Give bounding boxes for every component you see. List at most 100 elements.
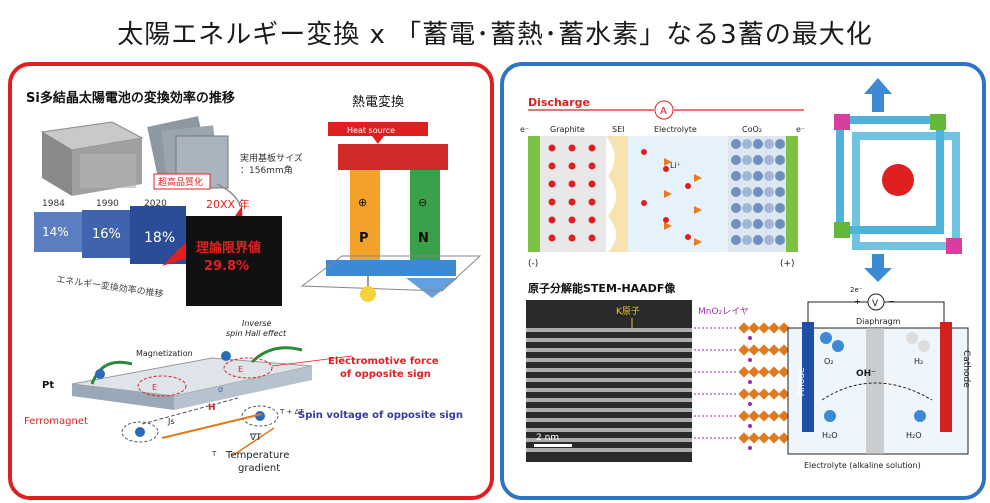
h2o-left-molecule	[824, 410, 836, 422]
stem-stripe	[526, 358, 692, 362]
solar-heading: Si多結晶太陽電池の変換効率の推移	[26, 90, 235, 106]
green-arrow-left	[90, 360, 133, 385]
ferromagnet-side	[174, 366, 312, 410]
coo2-sphere	[764, 219, 774, 229]
emf-label-2: of opposite sign	[340, 369, 431, 380]
mno2-octahedron	[778, 366, 790, 378]
thermo-base-plane	[300, 255, 482, 292]
mno2-octahedron	[758, 322, 770, 334]
energy-storage-diagram: Discharge A e⁻ e⁻ Graphite SEI Electroly…	[520, 78, 971, 470]
heat-sink-bar	[326, 260, 456, 276]
stem-stripe	[526, 408, 692, 412]
mno2-octahedron	[758, 388, 770, 400]
li-direction-arrow	[664, 222, 672, 230]
electrolyte-region	[628, 136, 728, 252]
mno2-octahedron	[738, 410, 750, 422]
coo2-sphere	[775, 219, 785, 229]
mno2-octahedron	[768, 322, 780, 334]
coo2-sphere	[764, 235, 774, 245]
stem-lattice-stripes	[526, 328, 692, 452]
emf-label-1: Electromotive force	[328, 356, 439, 367]
stem-stripe	[526, 338, 692, 342]
ishe-label-2: spin Hall effect	[226, 329, 287, 338]
mno2-octahedron	[748, 344, 760, 356]
graphite-li-dot	[588, 198, 596, 206]
graphite-li-dot	[568, 162, 576, 170]
mno2-octahedron	[738, 366, 750, 378]
t-label: T	[211, 450, 217, 458]
h2o-right-label: H₂O	[906, 431, 922, 440]
discharge-label: Discharge	[528, 96, 590, 109]
o2-bubble-1	[820, 332, 832, 344]
temperature-label-2: gradient	[238, 463, 280, 474]
cathode-electrode	[940, 322, 952, 432]
anode-label: Anode	[797, 367, 807, 396]
graphite-label: Graphite	[550, 125, 585, 134]
coo2-sphere	[775, 155, 785, 165]
graphite-li-dot	[568, 198, 576, 206]
coo2-sphere	[764, 203, 774, 213]
pt-label: Pt	[42, 380, 54, 391]
electrolyte-li-dot	[663, 166, 669, 172]
spin-ellipse-right	[241, 405, 279, 427]
emf-ellipse-left	[137, 375, 187, 397]
electrolyte-caption: Electrolyte (alkaline solution)	[804, 461, 921, 470]
ferromagnet-front	[72, 384, 174, 410]
mno2-octahedron	[748, 366, 760, 378]
eff-2020: 18%	[144, 230, 175, 246]
coo2-sphere	[775, 203, 785, 213]
h2-label: H₂	[914, 357, 923, 366]
graphite-li-dot	[568, 234, 576, 242]
grad-t-label: ∇T	[249, 433, 262, 443]
coo2-sphere	[742, 187, 752, 197]
electrolyte-label: Electrolyte	[654, 125, 697, 134]
stem-stripe	[526, 378, 692, 382]
li-direction-arrow	[694, 206, 702, 214]
light-bulb-icon	[360, 286, 376, 302]
li-direction-arrow	[694, 174, 702, 182]
mno2-octahedron	[778, 432, 790, 444]
temperature-label-1: Temperature	[225, 450, 289, 461]
mno2-octahedron	[768, 432, 780, 444]
coo2-sphere	[764, 139, 774, 149]
cell-1990	[82, 210, 134, 258]
electrolyte-li-dot	[685, 183, 691, 189]
left-panel: Si多結晶太陽電池の変換効率の推移 実用基板サイズ ：156mm角 超高品質化 …	[8, 62, 494, 500]
e-ishe-right: E	[238, 365, 243, 374]
coo2-sphere	[753, 171, 763, 181]
sigma-label: σ	[218, 385, 223, 394]
coo2-sphere	[775, 187, 785, 197]
silicon-ingot-image	[40, 121, 144, 196]
page-title: 太陽エネルギー変換 x 「蓄電･蓄熱･蓄水素」なる3蓄の最大化	[117, 20, 873, 50]
h2o-left-label: H₂O	[822, 431, 838, 440]
coo2-sphere	[731, 235, 741, 245]
mno2-octahedron	[758, 366, 770, 378]
stem-stripe	[526, 428, 692, 432]
electrolyte-li-dot	[641, 149, 647, 155]
spin-ball-4	[255, 411, 265, 421]
mno2-octahedron	[768, 344, 780, 356]
li-direction-arrow	[694, 238, 702, 246]
thermo-bridge	[338, 144, 448, 170]
k-atom-dot	[748, 446, 752, 450]
graphite-li-dot	[588, 180, 596, 188]
coo2-sphere	[775, 139, 785, 149]
mno2-octahedron	[758, 410, 770, 422]
li-label: Li⁺	[670, 161, 681, 170]
ammeter-icon	[654, 100, 674, 120]
stem-stripe	[526, 368, 692, 372]
mno2-octahedron	[778, 322, 790, 334]
li-direction-arrow	[664, 190, 672, 198]
coo2-sphere	[731, 219, 741, 229]
graphite-li-dot	[588, 216, 596, 224]
graphite-li-dot	[548, 180, 556, 188]
coo2-sphere	[731, 155, 741, 165]
coo2-sphere	[775, 235, 785, 245]
coo2-sphere	[764, 187, 774, 197]
coo2-sphere	[731, 187, 741, 197]
grad-arrow	[231, 427, 275, 457]
coo2-label: CoO₂	[742, 125, 762, 134]
heat-source-label: Heat source	[347, 126, 395, 135]
k-atom-dot	[748, 380, 752, 384]
stem-stripe	[526, 348, 692, 352]
